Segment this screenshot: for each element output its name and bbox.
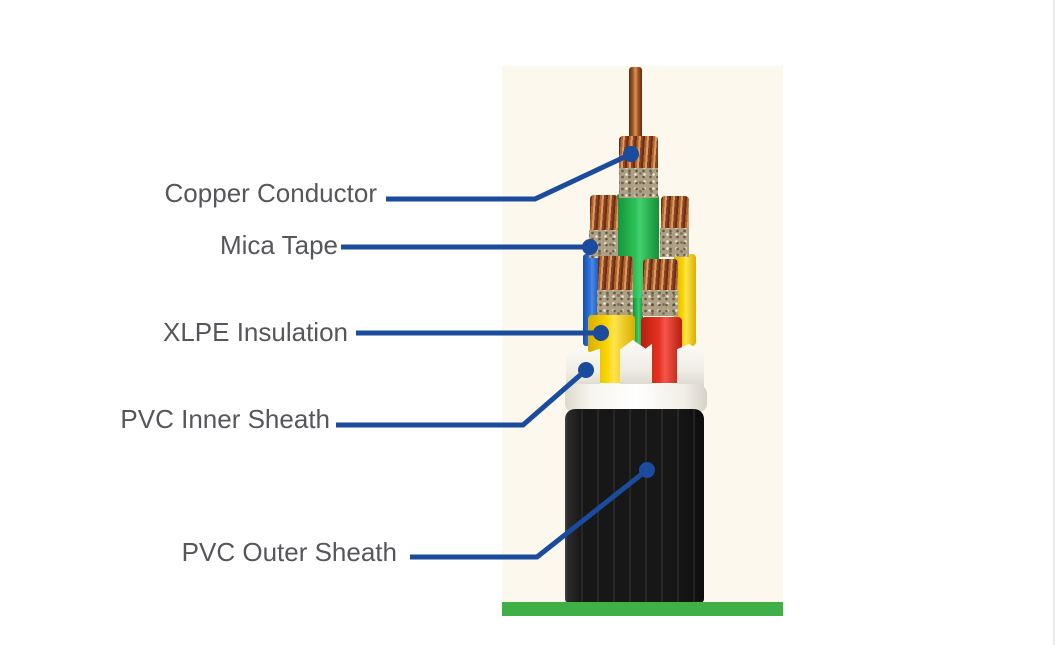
inner-sheath-band (565, 384, 707, 412)
cable-right2-copper-bundle (661, 196, 689, 230)
cable-right3-mica-tape (642, 290, 678, 316)
base-bar (502, 602, 783, 616)
pvc-outer-sheath-leader-line (410, 468, 649, 560)
label-mica-tape: Mica Tape (219, 230, 338, 260)
mica-tape-pointer-dot (582, 239, 598, 255)
label-pvc-outer-sheath: PVC Outer Sheath (181, 537, 397, 567)
copper-conductor-pointer-dot (623, 146, 639, 162)
inner-sheath-chunk-right (677, 344, 704, 388)
cable-right3-copper-bundle (643, 259, 678, 292)
label-xlpe-insulation: XLPE Insulation (162, 317, 348, 347)
right-edge-divider (1053, 0, 1055, 645)
cable-left3-copper-bundle (598, 256, 633, 293)
cable-left3-mica-tape (597, 290, 633, 318)
pvc-outer-sheath-pointer-dot (639, 462, 655, 478)
inner-sheath-chunk-center (620, 340, 652, 388)
pvc-inner-sheath-leader-line (336, 368, 588, 428)
xlpe-insulation-pointer-dot (593, 325, 609, 341)
cable-green-xlpe-sliver (633, 298, 643, 354)
cable-left2-copper-bundle (590, 195, 618, 232)
outer-sheath-body (565, 409, 704, 603)
copper-conductor-leader-line (386, 151, 633, 202)
cable-right2-mica-tape (660, 228, 689, 257)
label-pvc-inner-sheath: PVC Inner Sheath (120, 404, 330, 434)
label-copper-conductor: Copper Conductor (164, 178, 377, 208)
cable-top-mica-tape (619, 168, 658, 198)
cable-top-copper-wire (629, 67, 642, 138)
pvc-inner-sheath-pointer-dot (578, 362, 594, 378)
